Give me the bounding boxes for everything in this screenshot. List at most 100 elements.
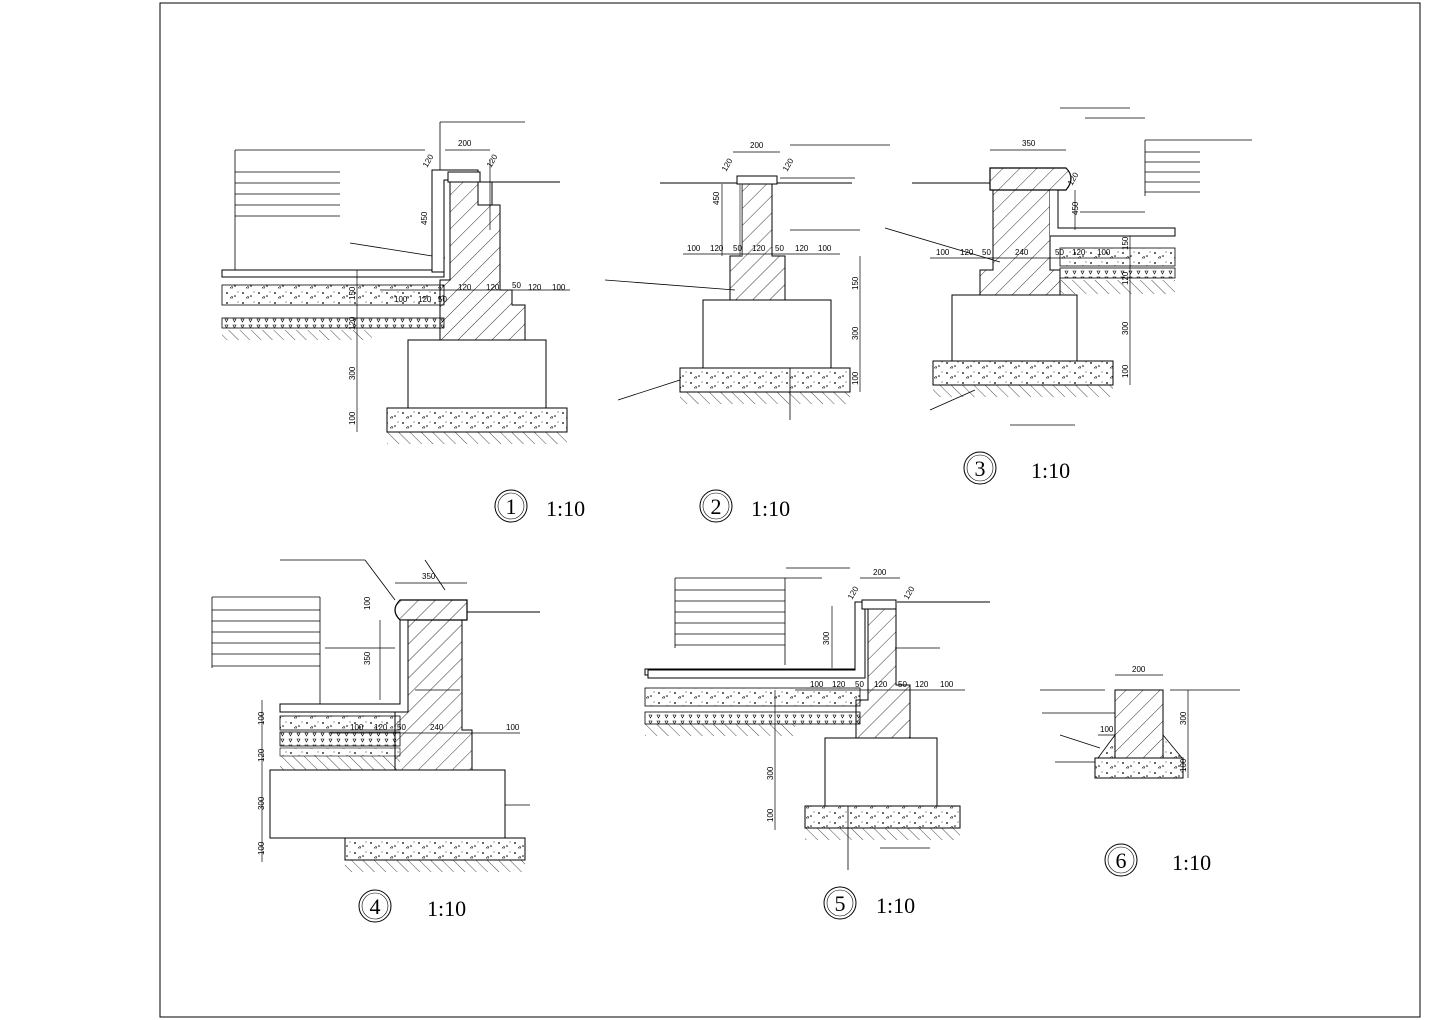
detail-4-dim-base-2: 50	[397, 723, 406, 732]
detail-2-dim-wall-h: 450	[712, 191, 721, 205]
detail-2-title-num: 2	[711, 494, 722, 519]
detail-5-dim-cap: 120	[846, 584, 861, 601]
detail-2-pad	[679, 367, 851, 393]
detail-1-wall	[439, 179, 526, 341]
detail-5-dim-top: 200	[873, 568, 887, 577]
detail-2-facing	[739, 183, 743, 257]
detail-4-pad-earth	[345, 860, 525, 872]
sheet-border	[159, 2, 1421, 1018]
detail-3-foundation	[951, 294, 1078, 362]
detail-5-dim-wall-h: 300	[822, 631, 831, 645]
detail-4-dim-base-1: 120	[374, 723, 388, 732]
detail-2-dim-base-6: 100	[818, 244, 832, 253]
detail-5-dim-found: 300	[766, 766, 775, 780]
detail-3-dim-base-5: 120	[1072, 248, 1086, 257]
detail-3-coping	[989, 167, 1072, 191]
detail-2-dim-base-4: 50	[775, 244, 784, 253]
detail-3-dim-layer: 150	[1121, 236, 1130, 250]
detail-2-dim-base-0: 100	[687, 244, 701, 253]
detail-4-concrete-layer	[279, 715, 401, 731]
detail-5-dim-base-5: 120	[915, 680, 929, 689]
detail-1-dim-found: 300	[348, 366, 357, 380]
detail-4-concrete-layer2	[279, 747, 401, 757]
detail-4: 350 100 350 100 120 300 100 100 120 50 2…	[211, 559, 540, 923]
detail-3-pad	[932, 360, 1114, 386]
detail-4-title-num: 4	[370, 894, 381, 919]
detail-2-dim-base-1: 120	[710, 244, 724, 253]
detail-6-leaders	[1040, 689, 1240, 763]
detail-4-dim-base-4: 100	[506, 723, 520, 732]
detail-4-dim-lines	[261, 582, 520, 862]
detail-1-dim-base-7: 100	[552, 283, 566, 292]
detail-5-title-scale: 1:10	[876, 893, 915, 918]
detail-2-pad-earth	[680, 392, 850, 404]
detail-1-paving	[221, 269, 445, 278]
detail-2-dim-cap: 120	[720, 156, 735, 173]
detail-1-dim-cap: 120	[421, 152, 436, 169]
detail-3-dim-lines	[930, 149, 1131, 385]
detail-3-title-circle-inner	[966, 454, 994, 482]
detail-1-dim-base-2: 50	[438, 295, 447, 304]
detail-4-pad	[344, 837, 526, 861]
detail-5-concrete-layer	[644, 687, 861, 707]
detail-2-title-circle-inner	[702, 492, 730, 520]
detail-3-gravel-layer	[1059, 267, 1176, 279]
detail-1: 200 120 120 450 150 120 300 100 100 120 …	[221, 121, 585, 523]
detail-2-dim-lines	[683, 151, 861, 392]
detail-1-dim-sub: 120	[348, 316, 357, 330]
detail-3-layer-notes	[884, 107, 1252, 426]
detail-5-dim-base-1: 120	[832, 680, 846, 689]
detail-6-dim-side: 100	[1100, 725, 1114, 734]
detail-5-dim-cap2: 120	[902, 584, 917, 601]
detail-2-foundation	[702, 299, 832, 369]
detail-5-dim-base-0: 100	[810, 680, 824, 689]
detail-3-pad-earth	[933, 385, 1113, 397]
detail-1-dim-lines	[356, 149, 570, 432]
detail-6-title-circle	[1104, 843, 1138, 877]
detail-5-foundation	[824, 737, 938, 807]
detail-4-title-circle	[358, 889, 392, 923]
detail-2-coping	[736, 175, 778, 185]
detail-4-dim-pad: 100	[257, 841, 266, 855]
detail-2-dim-found: 300	[851, 326, 860, 340]
detail-6-title-num: 6	[1116, 848, 1127, 873]
detail-1-layer-notes	[234, 121, 525, 276]
detail-5-facing	[647, 601, 866, 679]
detail-5-layer-notes	[674, 567, 940, 870]
detail-4-dim-base-3: 240	[430, 723, 444, 732]
detail-3-dim-pad: 100	[1121, 364, 1130, 378]
detail-1-earth	[222, 330, 372, 340]
detail-4-dim-wall-h: 350	[363, 651, 372, 665]
detail-1-gravel-layer	[221, 317, 445, 329]
detail-2: 200 120 120 450 150 300 100 100 120 50 1…	[604, 141, 890, 523]
detail-5-dim-base-6: 100	[940, 680, 954, 689]
detail-6-dim-wall-h: 300	[1179, 711, 1188, 725]
detail-1-dim-base-5: 50	[512, 281, 521, 290]
detail-2-dim-pad: 100	[851, 371, 860, 385]
detail-6-dim-top: 200	[1132, 665, 1146, 674]
detail-1-dim-base-3: 120	[458, 283, 472, 292]
detail-6-dim-lines	[1098, 674, 1189, 778]
detail-3-concrete-layer	[1059, 247, 1176, 267]
detail-3-dim-base-4: 50	[1055, 248, 1064, 257]
detail-4-dim-layer: 100	[257, 711, 266, 725]
detail-5-coping	[861, 599, 897, 610]
detail-5-dim-pad: 100	[766, 808, 775, 822]
detail-1-coping	[447, 171, 481, 183]
detail-2-title-circle	[699, 489, 733, 523]
detail-5-gravel-layer	[644, 711, 861, 725]
detail-4-dim-top: 350	[422, 572, 436, 581]
detail-3-earth	[1060, 280, 1175, 294]
detail-1-title-circle-inner	[497, 492, 525, 520]
detail-2-dim-top: 200	[750, 141, 764, 150]
detail-4-dim-sub: 120	[257, 748, 266, 762]
detail-1-title-num: 1	[506, 494, 517, 519]
detail-5-dim-base-4: 50	[898, 680, 907, 689]
detail-6-title-scale: 1:10	[1172, 850, 1211, 875]
detail-4-dim-found: 300	[257, 796, 266, 810]
detail-5-dim-lines	[774, 577, 965, 830]
detail-4-title-circle-inner	[361, 892, 389, 920]
detail-3-dim-base-0: 100	[936, 248, 950, 257]
detail-6: 200 300 100 100 6 1:10	[1040, 665, 1240, 877]
detail-4-dim-base-0: 100	[350, 723, 364, 732]
